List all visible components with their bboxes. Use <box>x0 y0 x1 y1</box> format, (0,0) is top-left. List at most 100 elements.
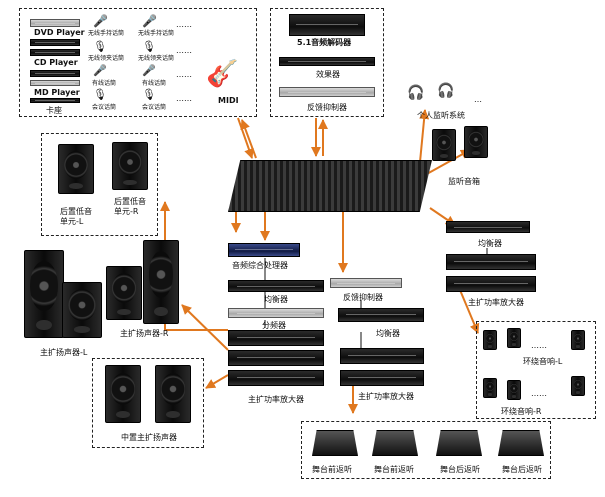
conference-mic-icon: 🎙 <box>93 88 107 101</box>
right-amp-label: 主扩功率放大器 <box>468 298 524 307</box>
middle-amp-2 <box>340 370 424 386</box>
surround-left-label: 环绕音响-L <box>523 357 563 366</box>
surround-ellipsis: …… <box>531 389 547 398</box>
surround-ellipsis: …… <box>531 341 547 350</box>
deck-2 <box>30 70 80 77</box>
surround-speaker <box>483 378 497 398</box>
mic-label-6: 有线话筒 <box>142 80 167 87</box>
surround-speaker <box>571 376 585 396</box>
surround-speaker <box>483 330 497 350</box>
ellipsis: …… <box>176 20 192 29</box>
middle-amp-1 <box>340 348 424 364</box>
center-eq <box>228 280 324 292</box>
mic-label-8: 会议话筒 <box>142 104 167 111</box>
deck-1 <box>30 39 80 46</box>
cd-player-label: CD Player <box>34 58 78 67</box>
mic-label-4: 无线领夹话筒 <box>138 55 175 62</box>
middle-feedback-suppressor <box>330 278 402 288</box>
deck-label: 卡座 <box>46 106 62 115</box>
surround-speaker <box>571 330 585 350</box>
center-amp-1 <box>228 330 324 346</box>
subwoofer-right <box>112 142 148 190</box>
midi-label: MIDI <box>218 96 239 105</box>
center-amp-label: 主扩功率放大器 <box>248 395 304 404</box>
center-speaker-label: 中置主扩扬声器 <box>121 433 177 442</box>
main-speaker-tall-right <box>143 240 179 324</box>
deck-3 <box>30 98 80 103</box>
mic-label-7: 会议话筒 <box>92 104 117 111</box>
subwoofer-left <box>58 144 94 194</box>
wired-mic-icon: 🎤 <box>93 64 107 77</box>
main-speaker-left <box>62 282 102 338</box>
mic-label-2: 无线手持话筒 <box>138 30 175 37</box>
dvd-player-label: DVD Player <box>34 28 85 37</box>
crossover-label: 分频器 <box>262 321 286 330</box>
crossover <box>228 308 324 318</box>
center-speaker-left <box>105 365 141 423</box>
dvd-player <box>30 19 80 27</box>
guitar-icon: 🎸 <box>206 59 239 89</box>
audio-decoder <box>289 14 365 36</box>
middle-amp-label: 主扩功率放大器 <box>358 392 414 401</box>
conference-mic-icon: 🎙 <box>142 88 156 101</box>
main-speaker-tall-left <box>24 250 64 338</box>
ellipsis: …… <box>176 94 192 103</box>
main-speaker-left-label: 主扩扬声器-L <box>40 348 88 357</box>
stage-monitor <box>372 430 418 456</box>
wired-mic-icon: 🎤 <box>142 64 156 77</box>
center-amp-3 <box>228 370 324 386</box>
lapel-mic-icon: 🎙 <box>142 40 156 53</box>
lapel-mic-icon: 🎙 <box>93 40 107 53</box>
right-eq <box>446 221 530 233</box>
stage-monitor <box>436 430 482 456</box>
md-player-label: MD Player <box>34 88 80 97</box>
right-eq-label: 均衡器 <box>478 239 502 248</box>
decoder-label: 5.1音频解码器 <box>297 38 352 47</box>
surround-group: …… 环绕音响-L …… 环绕音响-R <box>476 321 596 419</box>
stage-monitor-label-1: 舞台前返听 <box>312 465 352 474</box>
middle-eq-label: 均衡器 <box>376 329 400 338</box>
mic-icon: 🎤 <box>142 14 157 28</box>
center-speaker-right <box>155 365 191 423</box>
surround-speaker <box>507 328 521 348</box>
stage-monitor <box>312 430 358 456</box>
monitor-speaker <box>432 129 456 161</box>
headset-icon: 🎧 <box>407 85 425 101</box>
subwoofer-right-label: 后置低音 单元-R <box>114 197 146 217</box>
feedback-suppressor <box>279 87 375 97</box>
ellipsis: …… <box>176 70 192 79</box>
center-speaker-group: 中置主扩扬声器 <box>92 358 204 448</box>
surround-right-label: 环绕音响-R <box>501 407 542 416</box>
personal-monitor-ellipsis: … <box>474 95 482 104</box>
monitor-speaker-label: 监听音箱 <box>448 177 480 186</box>
md-player <box>30 80 80 86</box>
stage-monitor-group: 舞台前返听 舞台前返听 舞台后返听 舞台后返听 <box>301 421 551 479</box>
stage-monitor-label-3: 舞台后返听 <box>440 465 480 474</box>
effects-label: 效果器 <box>316 70 340 79</box>
monitor-speaker <box>464 126 488 158</box>
mic-label-1: 无线手持话筒 <box>88 30 125 37</box>
processors-group: 5.1音频解码器 效果器 反馈抑制器 <box>270 8 384 117</box>
middle-feedback-label: 反馈抑制器 <box>343 293 383 302</box>
main-speaker-right <box>106 266 142 320</box>
subwoofer-group: 后置低音 单元-L 后置低音 单元-R <box>41 133 158 236</box>
mic-label-3: 无线领夹话筒 <box>88 55 125 62</box>
effects-unit <box>279 57 375 66</box>
right-amp-2 <box>446 276 536 292</box>
middle-eq <box>338 308 424 322</box>
audio-processor <box>228 243 300 257</box>
stage-monitor <box>498 430 544 456</box>
stage-monitor-label-2: 舞台前返听 <box>374 465 414 474</box>
stage-monitor-label-4: 舞台后返听 <box>502 465 542 474</box>
ellipsis: …… <box>176 46 192 55</box>
subwoofer-left-label: 后置低音 单元-L <box>60 207 92 227</box>
feedback-label: 反馈抑制器 <box>307 103 347 112</box>
headset-icon: 🎧 <box>437 83 455 99</box>
center-eq-label: 均衡器 <box>264 295 288 304</box>
sources-group: DVD Player CD Player MD Player 卡座 🎤 无线手持… <box>19 8 257 117</box>
cd-player <box>30 49 80 56</box>
center-amp-2 <box>228 350 324 366</box>
mic-label-5: 有线话筒 <box>92 80 117 87</box>
personal-monitor-label: 个人监听系统 <box>417 111 465 120</box>
mic-icon: 🎤 <box>93 14 108 28</box>
